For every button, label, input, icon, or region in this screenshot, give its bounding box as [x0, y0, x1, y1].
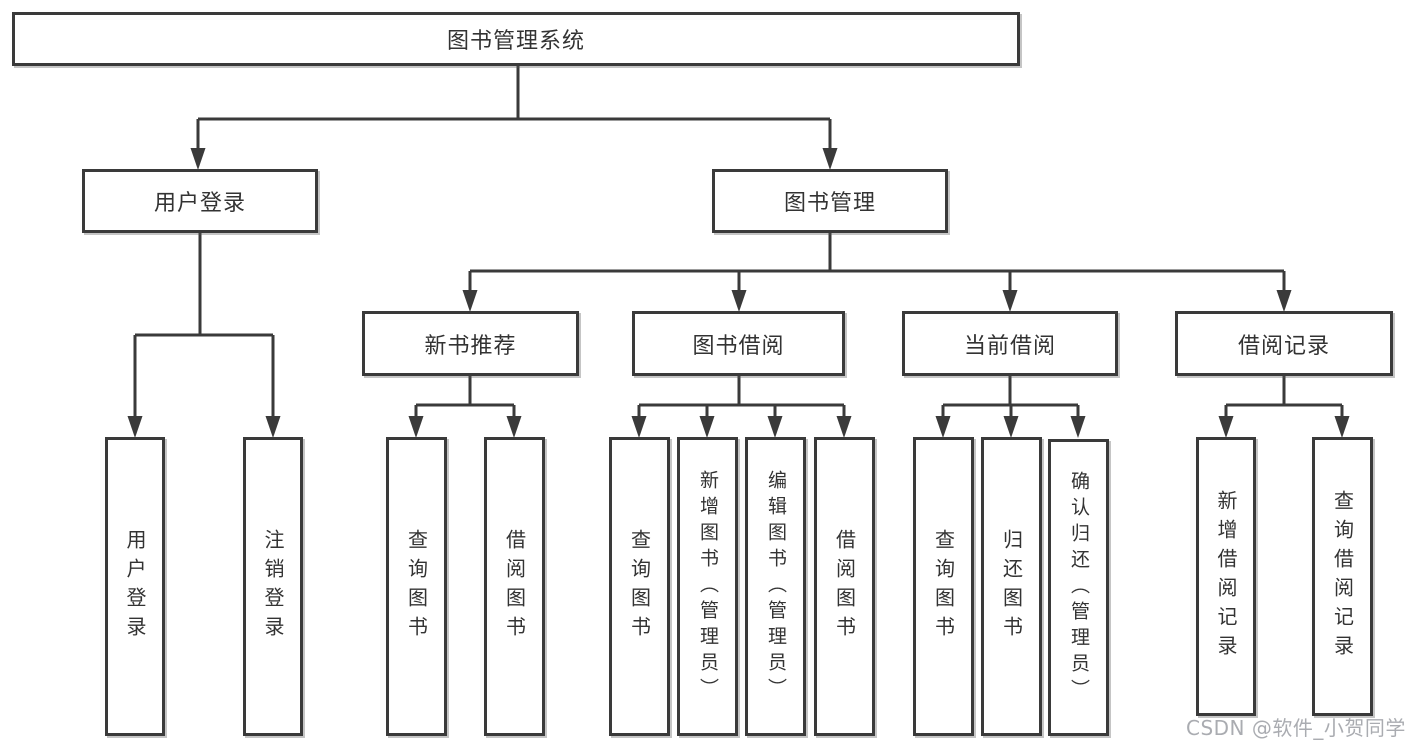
node-book-borrow: 图书借阅	[632, 311, 845, 376]
leaf-add-book-admin: 新增图书（管理员）	[677, 437, 738, 736]
watermark-text: CSDN @软件_小贺同学	[1186, 716, 1405, 740]
leaf-add-borrow-record: 新增借阅记录	[1196, 437, 1256, 716]
node-current-borrow: 当前借阅	[902, 311, 1118, 376]
leaf-return-book: 归还图书	[981, 437, 1042, 736]
leaf-confirm-return-admin: 确认归还（管理员）	[1048, 439, 1109, 736]
node-borrow-records: 借阅记录	[1175, 311, 1393, 376]
node-user-login: 用户登录	[82, 169, 318, 233]
leaf-borrow-books-recommend: 借阅图书	[484, 437, 545, 736]
leaf-borrow-books: 借阅图书	[814, 437, 875, 736]
arrowhead-icons	[127, 148, 1350, 438]
node-book-management: 图书管理	[712, 169, 948, 233]
leaf-query-books-borrow: 查询图书	[609, 437, 670, 736]
node-root-system: 图书管理系统	[12, 12, 1020, 66]
leaf-user-login: 用户登录	[105, 437, 165, 736]
leaf-query-books-current: 查询图书	[913, 437, 974, 736]
leaf-logout-login: 注销登录	[243, 437, 303, 736]
leaf-query-borrow-record: 查询借阅记录	[1312, 437, 1373, 716]
leaf-query-books-recommend: 查询图书	[386, 437, 447, 736]
node-new-book-recommend: 新书推荐	[362, 311, 579, 376]
connector-lines	[133, 66, 1344, 418]
leaf-edit-book-admin: 编辑图书（管理员）	[745, 437, 806, 736]
